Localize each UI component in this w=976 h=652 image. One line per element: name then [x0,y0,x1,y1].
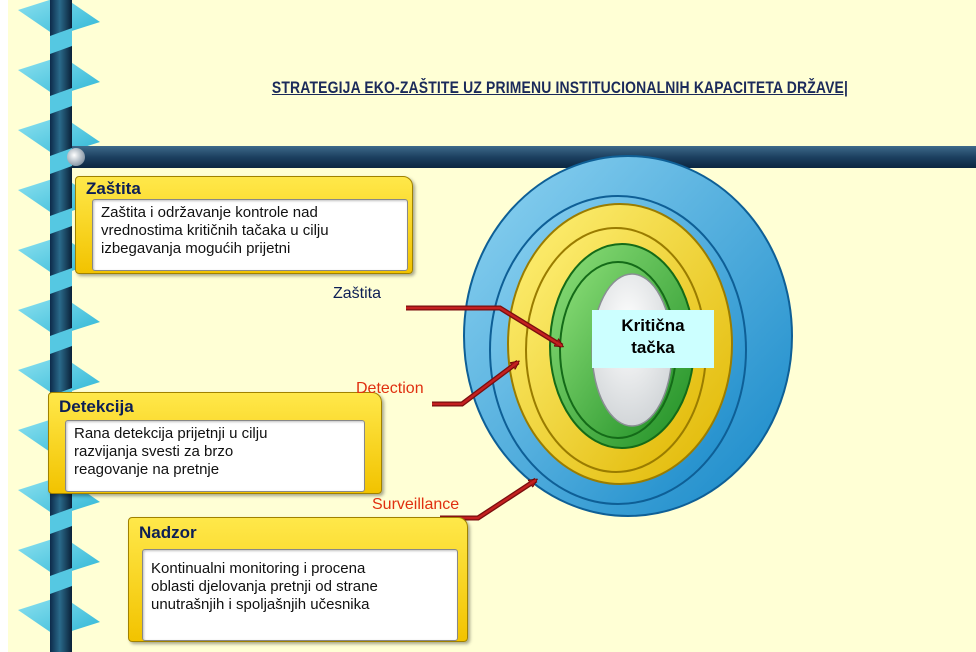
text-line: oblasti djelovanja pretnji od strane [151,578,378,595]
text-line: unutrašnjih i spoljašnjih učesnika [151,596,370,613]
text-line: Zaštita i održavanje kontrole nad [101,204,318,221]
nadzor-box-text: Kontinualni monitoring i procena oblasti… [142,549,458,641]
slide-title: STRATEGIJA EKO-ZAŠTITE UZ PRIMENU INSTIT… [271,78,849,97]
text-line: Rana detekcija prijetnji u cilju [74,425,268,442]
slide-edge [0,0,8,652]
horizontal-bar [72,146,976,168]
text-line: vrednostima kritičnih tačaka u cilju [101,222,329,239]
critical-point-line1: Kritična [621,316,685,335]
label-zastita: Zaštita [333,285,382,302]
zastita-box-text: Zaštita i održavanje kontrole nad vredno… [92,199,408,271]
label-detection: Detection [356,380,424,397]
bar-knob [67,148,85,166]
text-line: izbegavanja mogućih prijetni [101,240,291,257]
critical-point-line2: tačka [631,338,675,357]
text-line: Kontinualni monitoring i procena [151,560,366,577]
detekcija-box-text: Rana detekcija prijetnji u cilju razvija… [65,420,365,492]
label-surveillance: Surveillance [372,496,460,513]
text-line: razvijanja svesti za brzo [74,443,234,460]
nadzor-box-title: Nadzor [139,523,197,542]
detekcija-box: Detekcija Rana detekcija prijetnji u cil… [48,392,382,494]
text-line: reagovanje na pretnje [74,461,220,478]
critical-point-label: Kritična tačka [592,310,714,368]
detekcija-box-title: Detekcija [59,397,134,416]
zastita-box: Zaštita Zaštita i održavanje kontrole na… [75,176,413,274]
nadzor-box: Nadzor Kontinualni monitoring i procena … [128,517,468,642]
zastita-box-title: Zaštita [86,179,141,198]
